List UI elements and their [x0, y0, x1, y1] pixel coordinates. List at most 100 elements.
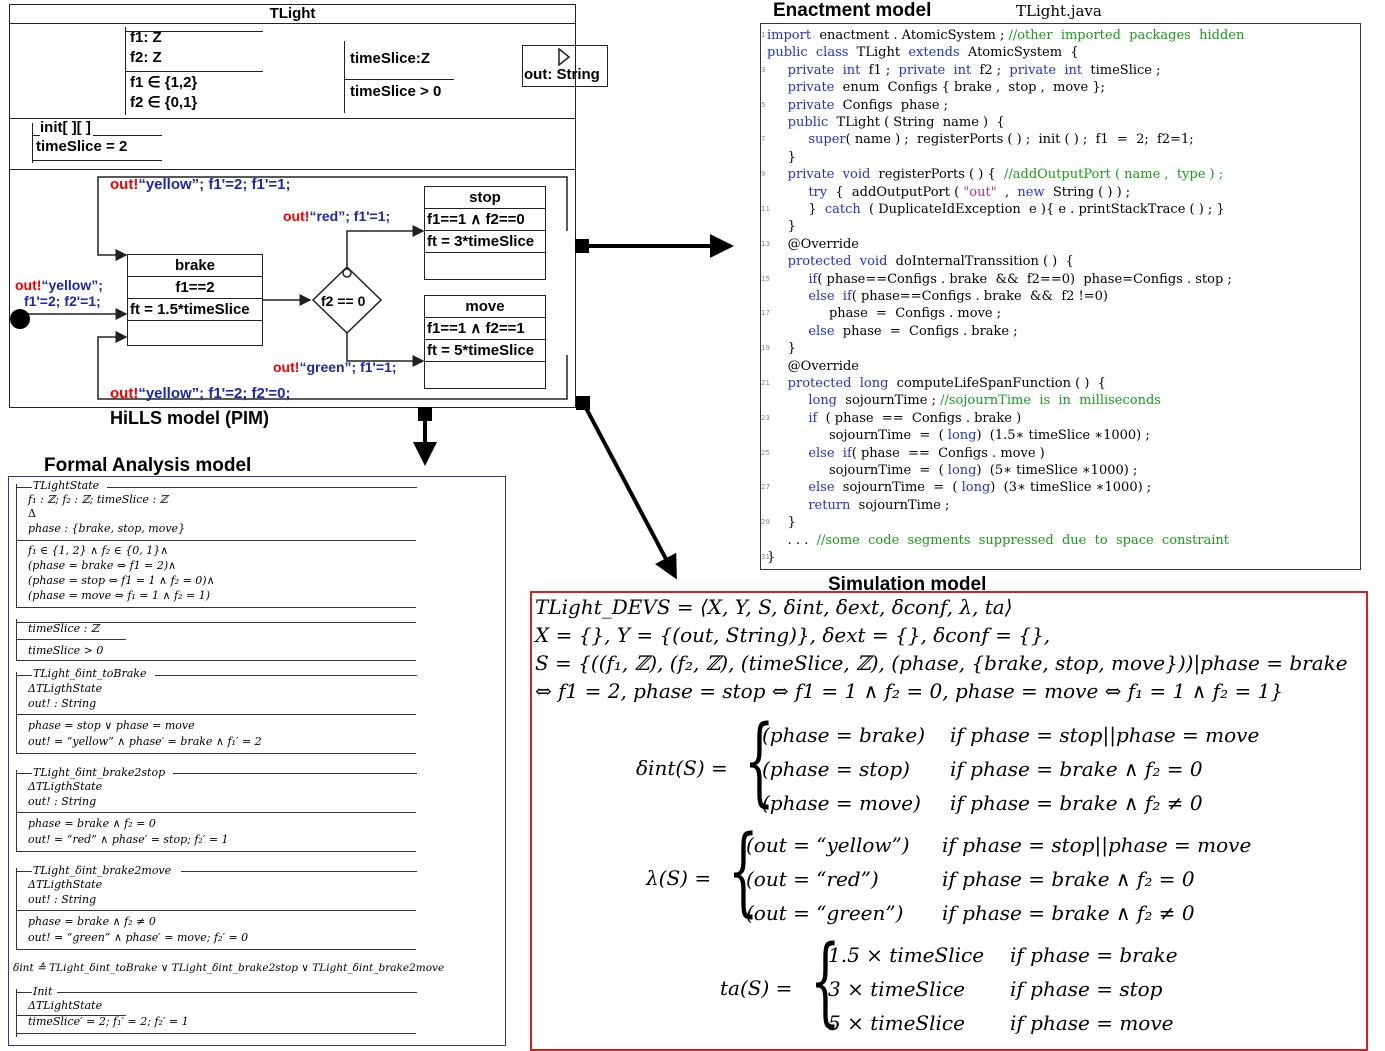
code-token: extends: [908, 45, 960, 61]
schema2-line: timeSlice : ℤ: [28, 622, 99, 635]
delta-int-case: (phase = brake): [762, 723, 926, 747]
formal-model-box: TLightState f₁ : ℤ; f₂ : ℤ; timeSlice : …: [8, 476, 506, 1046]
code-line: }: [767, 149, 796, 166]
code-token: catch: [824, 202, 861, 217]
schema5-line: out! : String: [28, 893, 97, 906]
timeslice-decl: timeSlice:Z: [350, 50, 431, 67]
code-token: [767, 480, 808, 495]
enactment-title: Enactment model: [773, 0, 932, 21]
code-token: try: [808, 184, 828, 200]
code-token: Configs phase ;: [834, 97, 949, 113]
delta-int-case: (phase = move): [762, 791, 921, 815]
code-token: ( phase==Configs . brake && f2==0) phase…: [817, 271, 1232, 287]
code-line: 11 } catch ( DuplicateIdException e ){ e…: [761, 202, 1225, 217]
code-line: return sojournTime ;: [767, 497, 949, 514]
code-line: public class TLight extends AtomicSystem…: [767, 44, 1079, 61]
code-token: [767, 289, 808, 304]
enactment-filename: TLight.java: [1016, 2, 1102, 20]
code-token: protected long: [787, 376, 889, 391]
code-token: import: [767, 28, 812, 43]
hills-caption: HiLLS model (PIM): [110, 408, 269, 428]
code-line: 5 private Configs phase ;: [761, 97, 949, 113]
schema3-line: ΔTLigthState: [28, 682, 103, 695]
code-token: private void: [787, 167, 871, 183]
formal-title: Formal Analysis model: [44, 455, 252, 476]
code-token: enactment . AtomicSystem ;: [811, 28, 1009, 43]
code-token: doInternalTranssition ( ) {: [887, 254, 1074, 270]
schema6-line: ΔTLightState: [28, 999, 103, 1012]
code-line: 19 }: [761, 341, 796, 357]
code-token: }: [767, 341, 796, 357]
code-line: 23 if ( phase == Configs . brake ): [761, 410, 1022, 426]
code-line: }: [767, 218, 796, 235]
state-brake-name: brake: [128, 255, 262, 277]
code-token: sojournTime = (: [767, 463, 948, 478]
code-token: //other imported packages hidden: [1008, 28, 1245, 43]
code-token: long: [947, 463, 977, 478]
code-token: "out": [963, 184, 997, 200]
output-port-label: out: String: [524, 66, 600, 83]
code-line: 9 private void registerPorts ( ) { //add…: [761, 167, 1224, 183]
code-token: else if: [808, 289, 852, 304]
schema1-line: (phase = move ⇔ f₁ = 1 ∧ f₂ = 1): [28, 589, 211, 602]
code-token: public: [787, 115, 829, 130]
schema-brake2stop-name: TLight_δint_brake2stop: [33, 766, 166, 779]
state-move-cond: f1==1 ∧ f2==1: [425, 318, 545, 340]
lambda-lhs: λ(S) =: [646, 866, 712, 890]
code-token: sojournTime ;: [850, 497, 950, 513]
code-token: long: [947, 428, 977, 444]
code-line: 15 if( phase==Configs . brake && f2==0) …: [761, 271, 1232, 287]
devs-tuple: TLight_DEVS = ⟨X, Y, S, δint, δext, δcon…: [535, 595, 1013, 619]
code-line: 25 else if( phase == Configs . move ): [761, 445, 1045, 461]
code-token: @Override: [767, 358, 859, 374]
code-token: private: [787, 80, 835, 96]
ta-condition: if phase = brake: [1010, 943, 1178, 967]
code-token: private: [787, 97, 835, 113]
code-token: [767, 411, 808, 426]
transition-left-label: out!“yellow”;: [15, 277, 103, 293]
code-token: [767, 324, 808, 339]
code-token: else: [808, 480, 835, 496]
code-token: [767, 63, 788, 78]
timeslice-invariant: timeSlice > 0: [350, 83, 442, 100]
code-token: return: [808, 497, 851, 513]
code-token: //some code segments suppressed due to s…: [816, 532, 1230, 548]
schema-brake2move-name: TLight_δint_brake2move: [33, 864, 172, 877]
code-line: 21 protected long computeLifeSpanFunctio…: [761, 376, 1106, 391]
code-line: 31}: [761, 550, 776, 565]
delta-int-definition: δint ≙ TLight_δint_toBrake ∨ TLight_δint…: [13, 962, 445, 974]
state-move-name: move: [425, 296, 545, 318]
schema5-line: phase = brake ∧ f₂ ≠ 0: [28, 915, 156, 928]
output-port-box: out: String: [522, 45, 608, 87]
simulation-model-box: TLight_DEVS = ⟨X, Y, S, δint, δext, δcon…: [530, 591, 1368, 1051]
code-token: [767, 498, 808, 513]
code-line: sojournTime = ( long) (1.5∗ timeSlice ∗1…: [767, 427, 1150, 444]
schema4-line: out! = “red” ∧ phase′ = stop; f₂′ = 1: [28, 833, 229, 846]
schema5-line: ΔTLigthState: [28, 878, 103, 891]
code-token: }: [767, 202, 825, 217]
code-token: ,: [996, 184, 1018, 200]
code-token: ) (3∗ timeSlice ∗1000) ;: [990, 480, 1152, 496]
schema3-line: phase = stop ∨ phase = move: [28, 719, 195, 732]
schema4-line: ΔTLigthState: [28, 780, 103, 793]
schema-tlightstate-name: TLightState: [33, 479, 100, 492]
state-brake-cond: f1==2: [128, 277, 262, 299]
state-move-ft: ft = 5*timeSlice: [425, 340, 545, 362]
code-line: long sojournTime ; //sojournTime is in m…: [767, 392, 1161, 409]
brace-icon: {: [728, 815, 759, 927]
init-label: init[ ][ ]: [40, 119, 93, 136]
lambda-condition: if phase = brake ∧ f₂ ≠ 0: [942, 901, 1195, 925]
schema3-line: out! : String: [28, 697, 97, 710]
schema1-line: (phase = brake ⇔ f1 = 2)∧: [28, 559, 177, 572]
schema4-line: phase = brake ∧ f₂ = 0: [28, 817, 156, 830]
code-line: 7 super( name ) ; registerPorts ( ) ; in…: [761, 132, 1194, 148]
lambda-condition: if phase = stop||phase = move: [942, 833, 1252, 857]
code-token: ) (1.5∗ timeSlice ∗1000) ;: [976, 428, 1150, 444]
code-token: super: [808, 132, 846, 148]
code-token: f2 ;: [971, 62, 1010, 78]
code-token: timeSlice ;: [1082, 62, 1161, 78]
transition-green-label: out!“green”; f1'=1;: [273, 359, 397, 375]
code-token: else if: [808, 445, 852, 461]
lambda-case: (out = “red”): [746, 867, 879, 891]
